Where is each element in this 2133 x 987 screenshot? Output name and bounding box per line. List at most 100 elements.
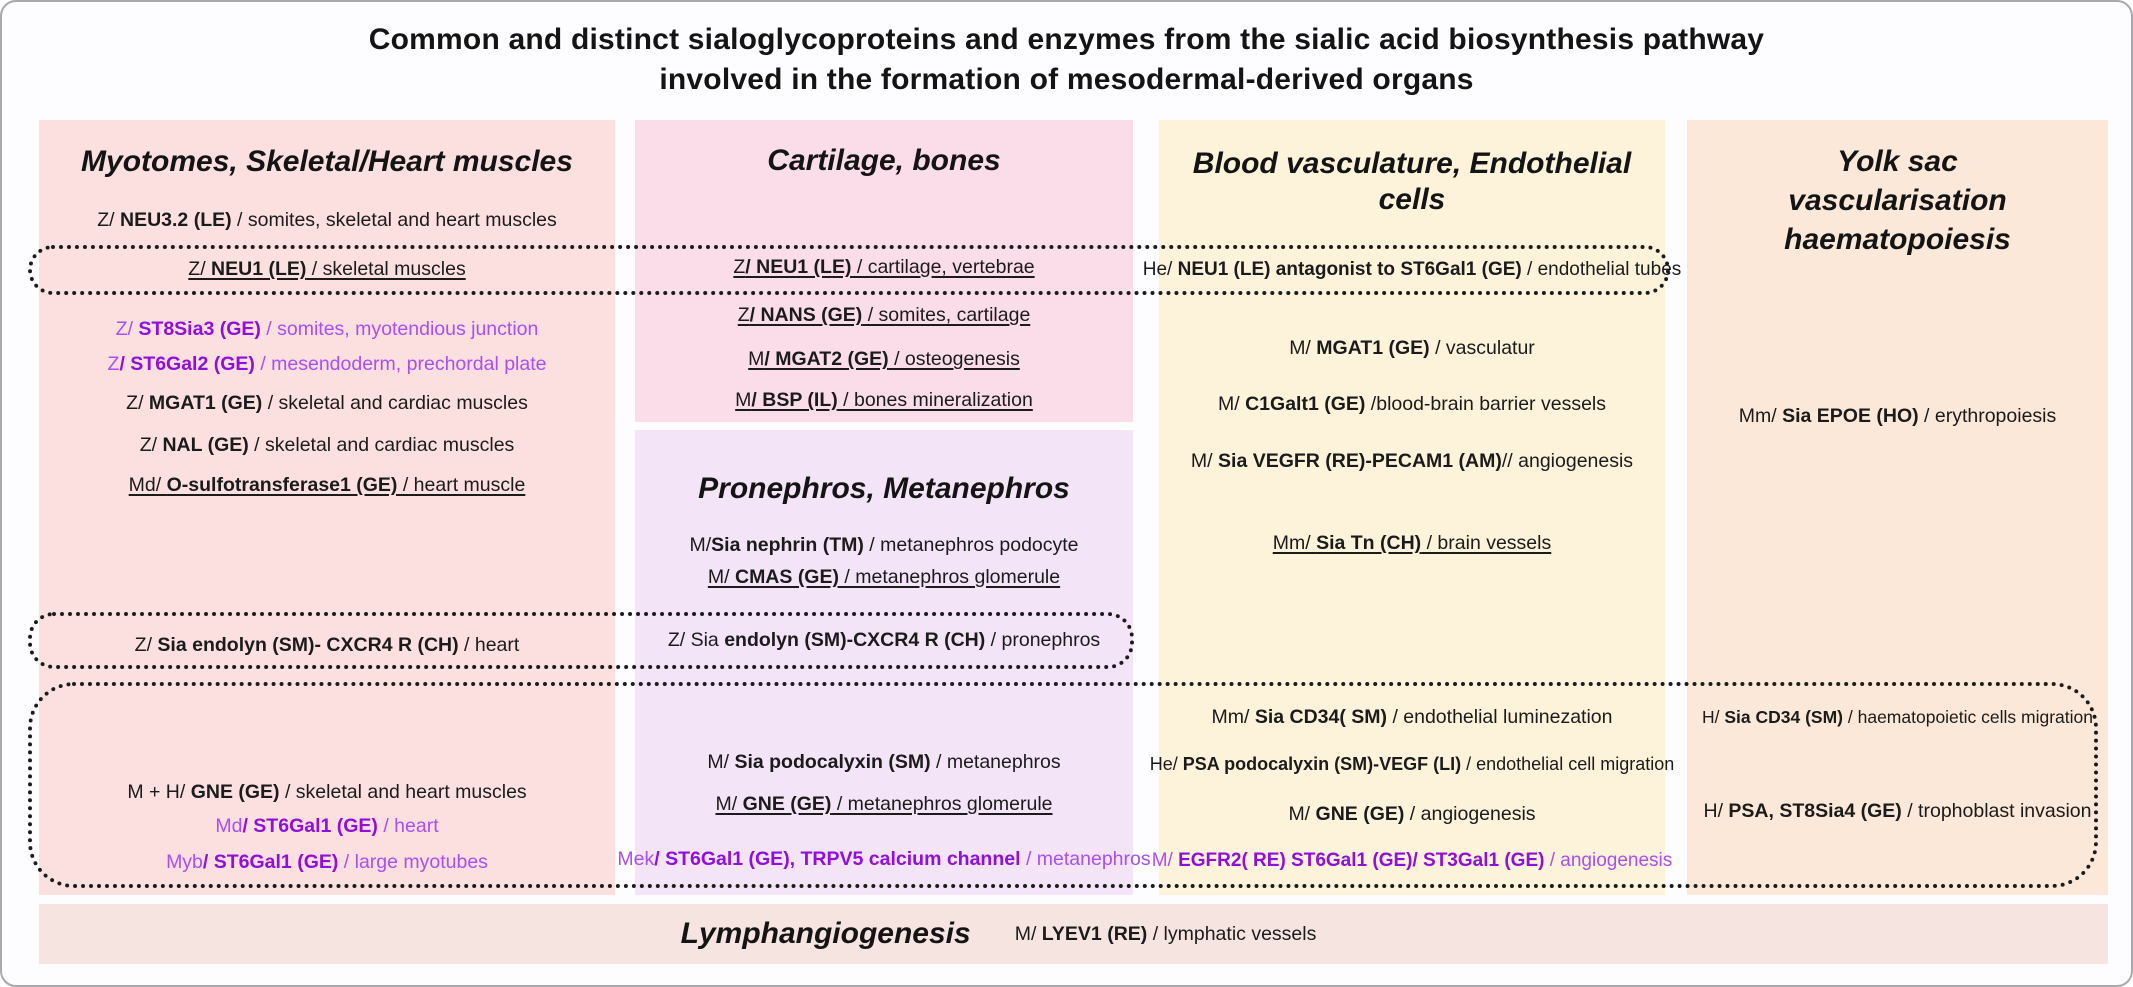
molecule-label: O-sulfotransferase1 (GE) bbox=[166, 474, 398, 496]
molecule-label: / ST6Gal2 (GE) bbox=[119, 353, 255, 375]
molecule-label: PSA podocalyxin (SM)-VEGF (LI) bbox=[1182, 754, 1462, 774]
item-text: M/ bbox=[1218, 393, 1246, 415]
item-text: / heart muscle bbox=[397, 474, 526, 496]
item-text: M bbox=[748, 348, 765, 370]
item-text: M/ bbox=[1151, 850, 1179, 871]
molecule-label: Sia CD34 (SM) bbox=[1724, 707, 1844, 727]
item-text: He/ bbox=[1149, 754, 1183, 774]
pathway-item: M/ CMAS (GE) / metanephros glomerule bbox=[708, 564, 1060, 590]
item-text: M/ bbox=[707, 566, 735, 588]
molecule-label: / BSP (IL) bbox=[751, 389, 838, 411]
pathway-item: M/ MGAT1 (GE) / vasculatur bbox=[1289, 335, 1535, 361]
item-text: Md/ bbox=[128, 474, 167, 496]
item-text: / lymphatic vessels bbox=[1147, 923, 1317, 945]
pathway-item: Md/ ST6Gal1 (GE) / heart bbox=[215, 813, 438, 839]
pathway-item: M/ C1Galt1 (GE) /blood-brain barrier ves… bbox=[1218, 391, 1606, 417]
pathway-item: Z/ MGAT1 (GE) / skeletal and cardiac mus… bbox=[126, 390, 528, 416]
pathway-item: H/ PSA, ST8Sia4 (GE) / trophoblast invas… bbox=[1703, 798, 2091, 824]
item-text: H/ bbox=[1703, 800, 1729, 822]
molecule-label: ST8Sia3 (GE) bbox=[138, 318, 261, 340]
item-text: / metanephros bbox=[930, 751, 1061, 773]
item-text: M bbox=[735, 389, 752, 411]
title-line-1: Common and distinct sialoglycoproteins a… bbox=[368, 23, 1765, 56]
panel-pronephros-metanephros: Pronephros, Metanephros M/Sia nephrin (T… bbox=[617, 430, 1151, 895]
item-text: // angiogenesis bbox=[1501, 450, 1634, 472]
item-text: Mek bbox=[617, 848, 655, 870]
item-text: / somites, myotendious junction bbox=[260, 318, 539, 340]
pathway-item: M/ MGAT2 (GE) / osteogenesis bbox=[748, 346, 1020, 372]
panel-cartilage-bones: Cartilage, bones Z/ NEU1 (LE) / cartilag… bbox=[635, 120, 1133, 422]
panel-blood-vasculature: Blood vasculature, Endothelial cells He/… bbox=[1143, 120, 1681, 895]
molecule-label: Sia EPOE (HO) bbox=[1782, 405, 1919, 427]
pathway-item: Z/ ST6Gal2 (GE) / mesendoderm, prechorda… bbox=[108, 351, 547, 377]
item-text: / endothelial luminezation bbox=[1387, 706, 1613, 728]
molecule-label: / ST6Gal1 (GE) bbox=[202, 851, 339, 873]
pathway-item: Mm/ Sia EPOE (HO) / erythropoiesis bbox=[1739, 403, 2057, 429]
item-text: / angiogenesis bbox=[1544, 850, 1673, 871]
item-text: / cartilage, vertebrae bbox=[851, 256, 1035, 278]
pathway-item: H/ Sia CD34 (SM) / haematopoietic cells … bbox=[1702, 704, 2093, 730]
item-text: / heart bbox=[458, 634, 520, 656]
item-text: Z/ bbox=[115, 318, 139, 340]
item-text: / skeletal muscles bbox=[306, 258, 466, 280]
molecule-label: PSA, ST8Sia4 (GE) bbox=[1728, 800, 1902, 822]
item-text: / large myotubes bbox=[338, 851, 488, 873]
item-text: Z bbox=[733, 256, 746, 278]
panel-lymphangiogenesis: Lymphangiogenesis M/ LYEV1 (RE) / lympha… bbox=[39, 904, 2108, 964]
pathway-item: Z/ Sia endolyn (SM)- CXCR4 R (CH) / hear… bbox=[135, 632, 520, 658]
item-text: / metanephros bbox=[1020, 848, 1151, 870]
molecule-label: Sia CD34( SM) bbox=[1254, 706, 1388, 728]
pathway-item: M + H/ GNE (GE) / skeletal and heart mus… bbox=[127, 779, 526, 805]
header-line: Yolk sac bbox=[1837, 145, 1958, 178]
panel-header-cartilage: Cartilage, bones bbox=[767, 144, 1001, 177]
pathway-item: Md/ O-sulfotransferase1 (GE) / heart mus… bbox=[129, 472, 526, 498]
item-text: He/ bbox=[1142, 259, 1178, 280]
molecule-label: endolyn (SM)-CXCR4 R (CH) bbox=[724, 629, 986, 651]
highlight-box-neu1-common bbox=[28, 245, 1670, 295]
item-text: Z/ bbox=[139, 434, 163, 456]
item-text: / endothelial tubes bbox=[1521, 259, 1682, 280]
pathway-item: M/ Sia VEGFR (RE)-PECAM1 (AM)// angiogen… bbox=[1191, 448, 1633, 474]
molecule-label: CMAS (GE) bbox=[734, 566, 839, 588]
molecule-label: GNE (GE) bbox=[1315, 803, 1405, 825]
item-text: / bones mineralization bbox=[837, 389, 1033, 411]
pathway-item: M/ BSP (IL) / bones mineralization bbox=[735, 387, 1033, 413]
molecule-label: Sia podocalyxin (SM) bbox=[734, 751, 931, 773]
pathway-item: Z/ NEU1 (LE) / cartilage, vertebrae bbox=[733, 254, 1034, 280]
item-text: / vasculatur bbox=[1429, 337, 1535, 359]
item-text: / mesendoderm, prechordal plate bbox=[254, 353, 547, 375]
item-text: / metanephros glomerule bbox=[838, 566, 1061, 588]
highlight-box-endolyn-common bbox=[28, 612, 1134, 669]
item-text: M/ bbox=[715, 793, 743, 815]
pathway-item: Z/ Sia endolyn (SM)-CXCR4 R (CH) / prone… bbox=[668, 627, 1100, 653]
pathway-item: Mm/ Sia Tn (CH) / brain vessels bbox=[1273, 530, 1551, 556]
molecule-label: GNE (GE) bbox=[190, 781, 280, 803]
pathway-item: M/ GNE (GE) / metanephros glomerule bbox=[715, 791, 1052, 817]
pathway-item: M/ LYEV1 (RE) / lymphatic vessels bbox=[1015, 921, 1317, 947]
molecule-label: NAL (GE) bbox=[162, 434, 249, 456]
pathway-item: Z/ NEU3.2 (LE) / somites, skeletal and h… bbox=[97, 207, 557, 233]
item-text: Md bbox=[215, 815, 243, 837]
item-text: / heart bbox=[377, 815, 439, 837]
molecule-label: GNE (GE) bbox=[742, 793, 832, 815]
item-text: / skeletal and cardiac muscles bbox=[248, 434, 515, 456]
item-text: / angiogenesis bbox=[1404, 803, 1536, 825]
item-text: M/ bbox=[689, 534, 712, 556]
molecule-label: MGAT1 (GE) bbox=[1316, 337, 1430, 359]
pathway-item: Z/ ST8Sia3 (GE) / somites, myotendious j… bbox=[116, 316, 539, 342]
pathway-item: Mek/ ST6Gal1 (GE), TRPV5 calcium channel… bbox=[617, 846, 1150, 872]
item-text: / osteogenesis bbox=[888, 348, 1020, 370]
item-text: M/ bbox=[707, 751, 735, 773]
item-text: Z/ bbox=[97, 209, 120, 231]
pathway-item: M/Sia nephrin (TM) / metanephros podocyt… bbox=[689, 532, 1078, 558]
item-text: Mm/ bbox=[1738, 405, 1783, 427]
pathway-item: M/ GNE (GE) / angiogenesis bbox=[1288, 801, 1535, 827]
item-text: / trophoblast invasion bbox=[1901, 800, 2092, 822]
item-text: M/ bbox=[1014, 923, 1042, 945]
item-text: / skeletal and cardiac muscles bbox=[262, 392, 528, 414]
item-text: /blood-brain barrier vessels bbox=[1365, 393, 1606, 415]
panel-items-nephros: M/Sia nephrin (TM) / metanephros podocyt… bbox=[617, 430, 1150, 895]
